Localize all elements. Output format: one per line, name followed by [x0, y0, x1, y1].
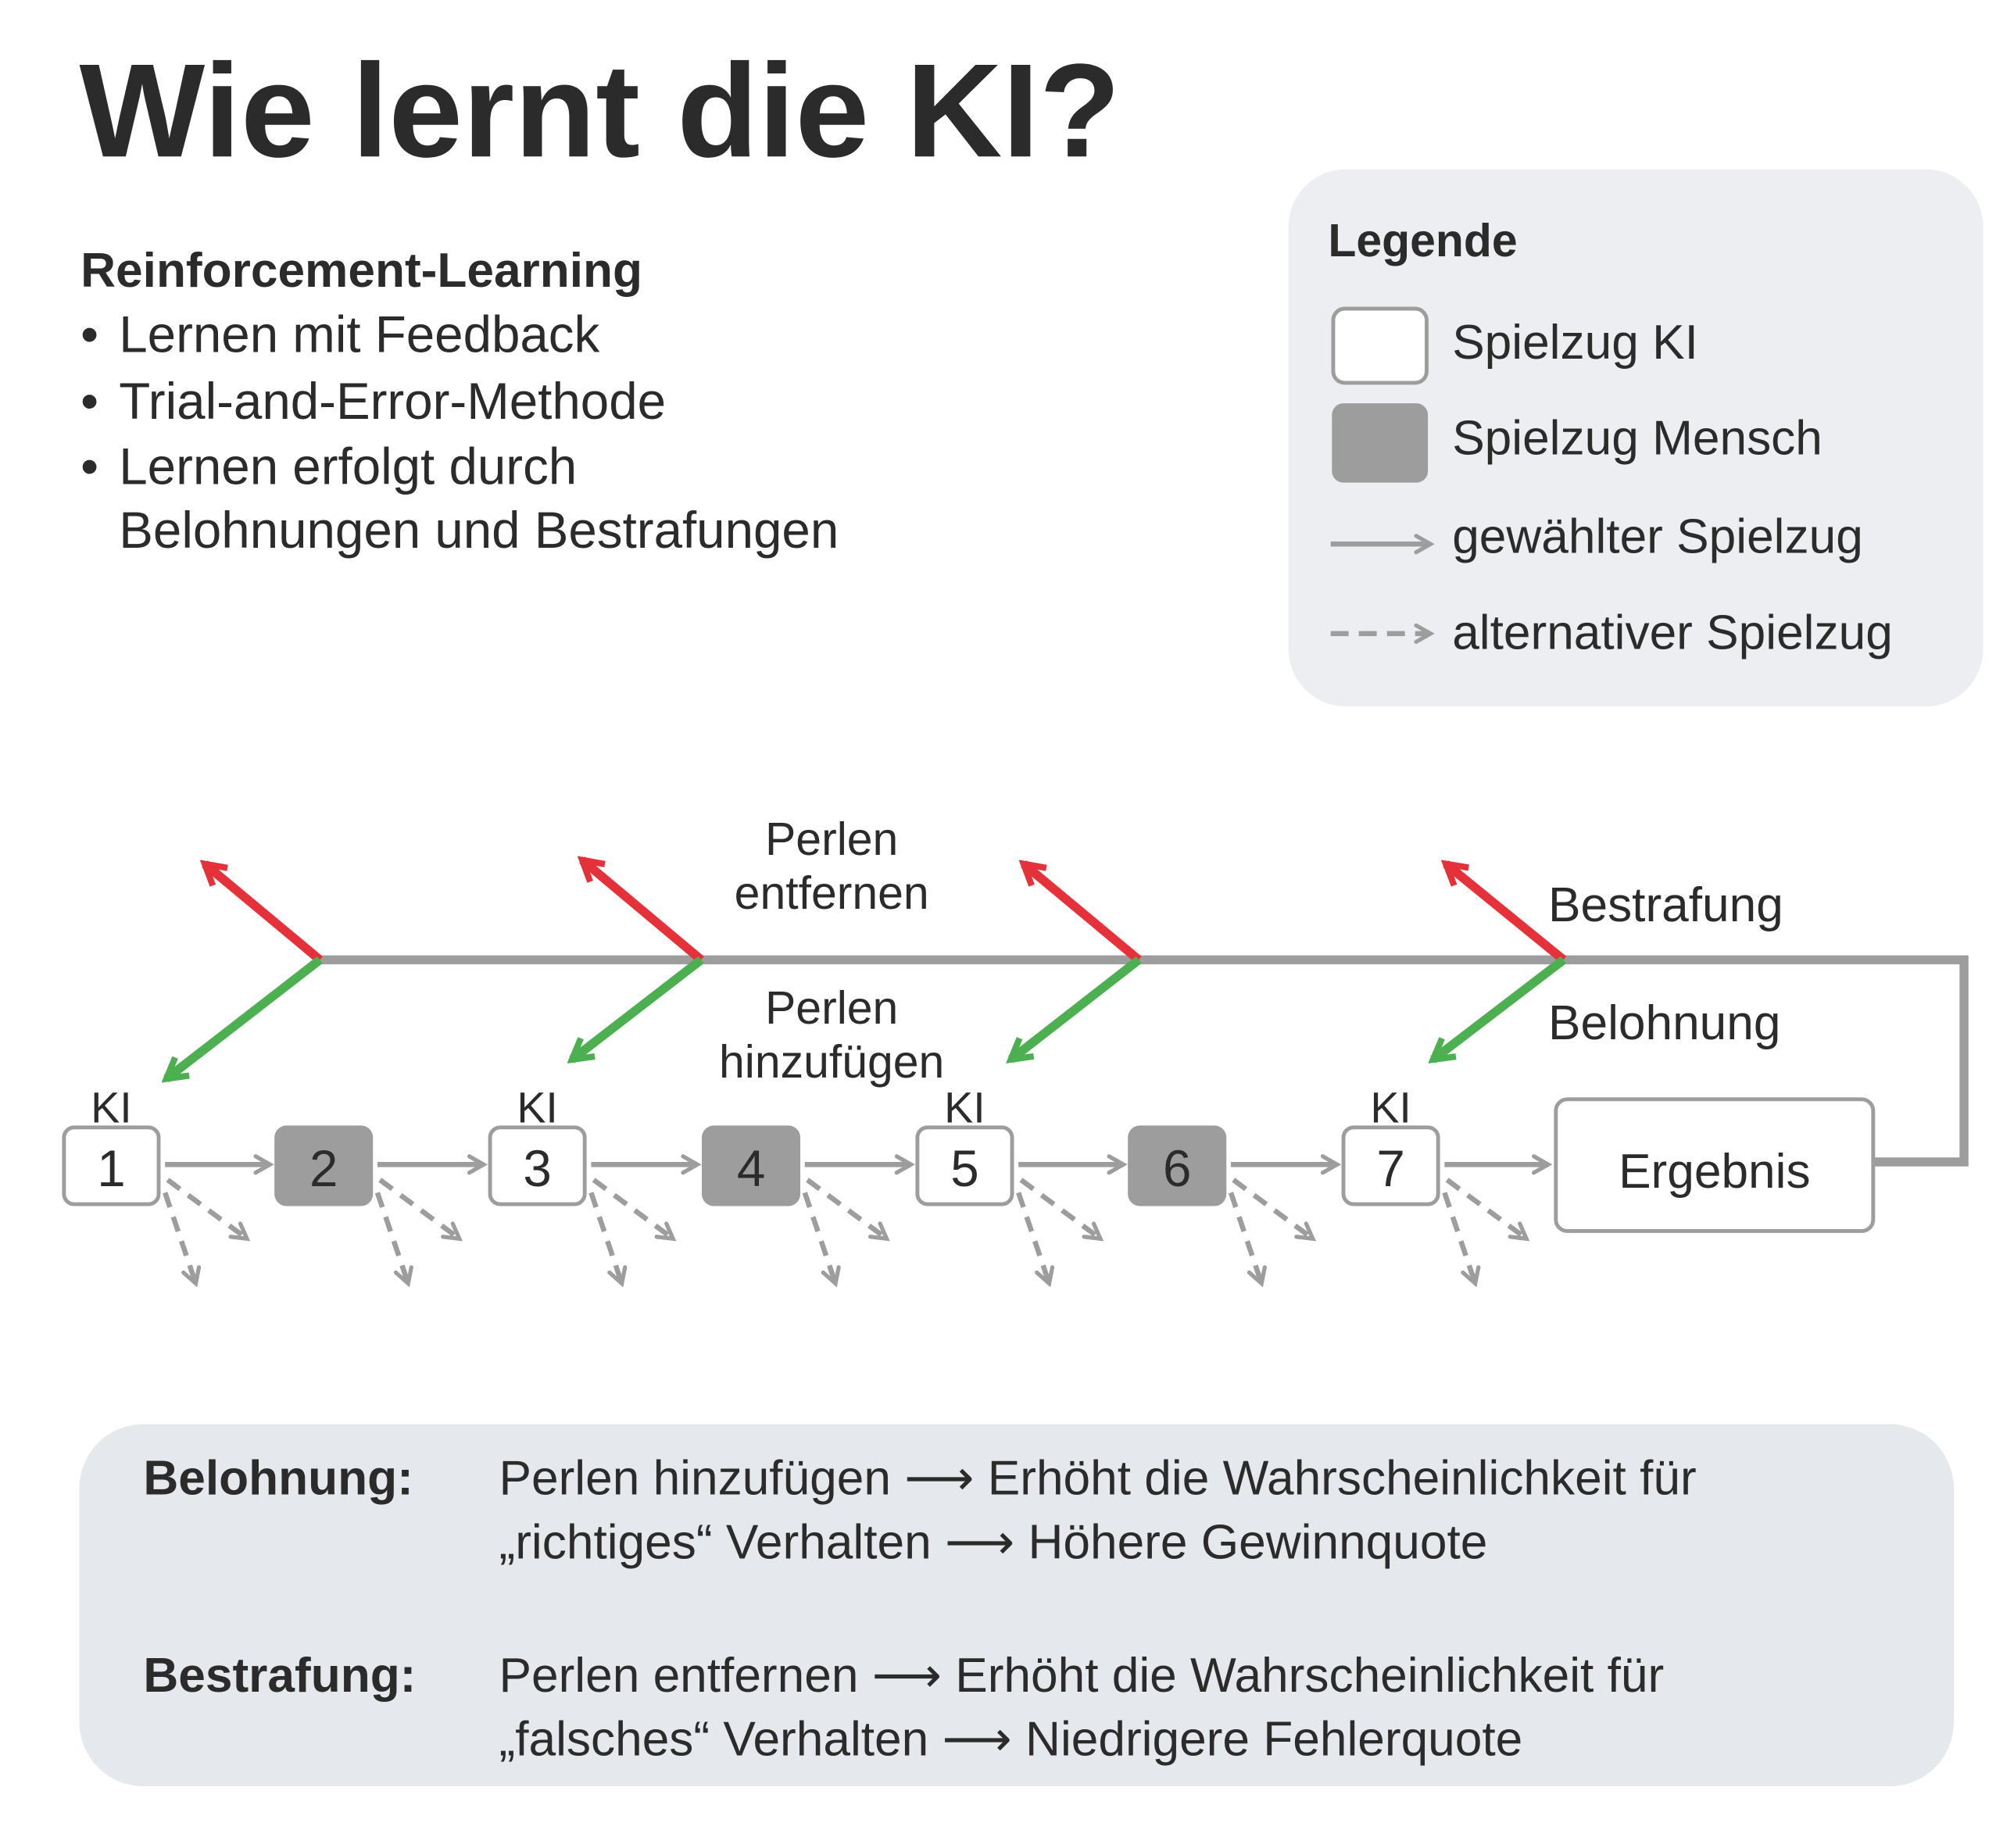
move-number: 2	[309, 1140, 338, 1197]
punishment-summary-label: Bestrafung:	[143, 1649, 416, 1703]
ai-label: KI	[517, 1083, 558, 1131]
bullet-icon: •	[80, 438, 98, 495]
reward-arrow-icon	[1011, 956, 1142, 1060]
arrow-icon: ⟶	[945, 1516, 1014, 1570]
move-number: 7	[1376, 1140, 1404, 1197]
legend-chosen-label: gewählter Spielzug	[1452, 510, 1863, 564]
alternative-move-arrow-icon	[1019, 1178, 1104, 1242]
move-number: 6	[1163, 1140, 1191, 1197]
summary-background	[79, 1424, 1954, 1786]
bullet-2: Trial-and-Error-Methode	[119, 373, 666, 430]
summary-text: „richtiges“ Verhalten	[499, 1516, 932, 1570]
legend-ai-move-swatch	[1331, 306, 1429, 385]
reward-summary-label: Belohnung:	[143, 1452, 413, 1506]
legend-title: Legende	[1328, 216, 1517, 266]
remove-label-2: entfernen	[735, 868, 929, 919]
legend-background	[1288, 169, 1983, 707]
legend-human-move-swatch	[1332, 403, 1429, 483]
ai-move-box	[1341, 1125, 1440, 1206]
human-move-box	[274, 1125, 374, 1206]
arrow-icon: ⟶	[904, 1452, 974, 1506]
punishment-arrow-icon	[1446, 864, 1567, 963]
move-number: 4	[737, 1140, 765, 1197]
alternative-move-arrow-icon	[592, 1178, 677, 1242]
alternative-move-arrow-icon	[802, 1192, 841, 1288]
reward-arrow-icon	[1433, 956, 1567, 1060]
summary: Belohnung: Perlen hinzufügen ⟶ Erhöht di…	[79, 1424, 1954, 1786]
summary-text: Höhere Gewinnquote	[1028, 1516, 1487, 1570]
bullet-3: Lernen erfolgt durch	[119, 438, 577, 495]
summary-text: „falsches“ Verhalten	[499, 1713, 929, 1767]
punishment-label: Bestrafung	[1548, 878, 1783, 932]
alternative-move-arrow-icon	[374, 1192, 413, 1288]
legend-ai-move-label: Spielzug KI	[1452, 316, 1698, 370]
summary-text: Niedrigere Fehlerquote	[1025, 1713, 1522, 1767]
human-move-box	[1128, 1125, 1227, 1206]
bullet-icon: •	[80, 373, 98, 430]
punishment-arrow-icon	[1024, 864, 1142, 963]
alternative-move-arrow-icon	[588, 1192, 628, 1288]
punishment-arrow-icon	[205, 864, 323, 963]
ai-label: KI	[91, 1083, 132, 1131]
result-box	[1554, 1097, 1876, 1233]
bullet-3-cont: Belohnungen und Bestrafungen	[119, 502, 839, 559]
add-label-2: hinzufügen	[719, 1037, 944, 1088]
move-number: 3	[523, 1140, 551, 1197]
summary-text: Erhöht die Wahrscheinlichkeit für	[988, 1452, 1697, 1506]
alternative-move-arrow-icon	[1445, 1178, 1530, 1242]
ai-move-box	[915, 1125, 1014, 1206]
summary-text: Erhöht die Wahrscheinlichkeit für	[955, 1649, 1664, 1703]
alternative-move-arrow-icon	[1442, 1192, 1481, 1288]
punishment-arrow-icon	[582, 860, 704, 963]
alternative-move-arrow-icon	[1228, 1192, 1267, 1288]
ai-label: KI	[944, 1083, 985, 1131]
alternative-move-arrow-icon	[1232, 1178, 1316, 1242]
intro: Reinforcement-Learning • Lernen mit Feed…	[80, 244, 839, 559]
bullet-1: Lernen mit Feedback	[119, 306, 599, 363]
reward-arrow-icon	[166, 956, 323, 1078]
reward-summary-line1: Perlen hinzufügen ⟶ Erhöht die Wahrschei…	[499, 1452, 1697, 1506]
alternative-move-arrow-icon	[806, 1178, 890, 1242]
intro-heading: Reinforcement-Learning	[80, 244, 642, 298]
result-label: Ergebnis	[1619, 1145, 1811, 1199]
alternative-move-arrow-icon	[166, 1178, 251, 1242]
move-number: 1	[97, 1140, 125, 1197]
summary-text: Perlen hinzufügen	[499, 1452, 891, 1506]
arrow-icon: ⟶	[872, 1649, 942, 1703]
punishment-summary-line1: Perlen entfernen ⟶ Erhöht die Wahrschein…	[499, 1649, 1665, 1703]
alternative-move-arrow-icon	[1016, 1192, 1055, 1288]
diagram: Perlen entfernen Perlen hinzufügen Bestr…	[62, 814, 1969, 1288]
remove-label-1: Perlen	[765, 814, 898, 865]
reward-label: Belohnung	[1548, 996, 1780, 1050]
summary-text: Perlen entfernen	[499, 1649, 859, 1703]
move-number: 5	[950, 1140, 978, 1197]
legend-human-move-label: Spielzug Mensch	[1452, 412, 1823, 466]
legend: Legende Spielzug KI Spielzug Mensch gewä…	[1288, 169, 1983, 707]
punishment-summary-line2: „falsches“ Verhalten ⟶ Niedrigere Fehler…	[499, 1713, 1523, 1767]
ai-label: KI	[1370, 1083, 1411, 1131]
legend-alternative-label: alternativer Spielzug	[1452, 606, 1893, 660]
arrow-icon: ⟶	[943, 1713, 1012, 1767]
alternative-move-arrow-icon	[163, 1192, 202, 1288]
human-move-box	[701, 1125, 801, 1206]
alternative-move-arrow-icon	[378, 1178, 463, 1242]
bullet-icon: •	[80, 306, 98, 363]
reward-arrow-icon	[572, 956, 704, 1060]
ai-move-box	[488, 1125, 587, 1206]
ai-move-box	[62, 1125, 161, 1206]
add-label-1: Perlen	[765, 983, 898, 1034]
reward-summary-line2: „richtiges“ Verhalten ⟶ Höhere Gewinnquo…	[499, 1516, 1488, 1570]
page-title: Wie lernt die KI?	[80, 37, 1121, 185]
feedback-line	[320, 955, 1969, 1167]
